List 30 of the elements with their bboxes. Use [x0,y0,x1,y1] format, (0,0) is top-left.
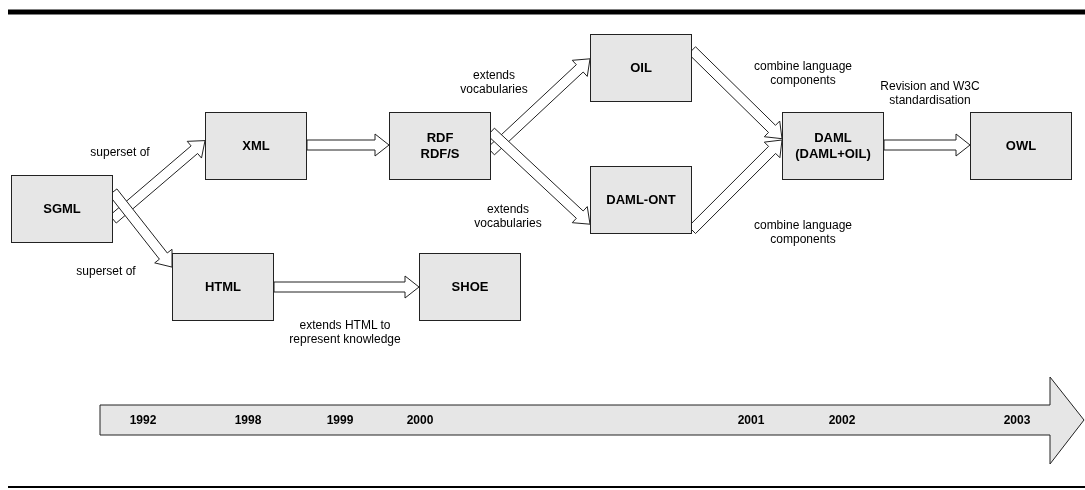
year-label: 1999 [326,413,354,427]
language-box [590,166,692,234]
language-box [590,34,692,102]
node-label: XML [242,138,270,154]
language-box [172,253,274,321]
language-box [970,112,1072,180]
year-label: 2001 [737,413,765,427]
language-box [419,253,521,321]
block-arrow [306,133,390,157]
node-label: RDF RDF/S [419,130,461,162]
language-box [782,112,884,180]
year-label: 2002 [828,413,856,427]
node-label: SGML [43,201,81,217]
edge-label: superset of [75,264,137,278]
node-label: HTML [204,279,242,295]
node-label: DAML (DAML+OIL) [794,130,872,162]
block-arrow [273,275,420,299]
language-box [205,112,307,180]
edge-label: superset of [89,145,151,159]
node-label: DAML-ONT [606,192,676,208]
language-box [389,112,491,180]
node-label: OIL [630,60,652,76]
year-label: 2003 [1003,413,1031,427]
year-label: 2000 [406,413,434,427]
year-label: 1998 [234,413,262,427]
year-label: 1992 [129,413,157,427]
language-box [11,175,113,243]
node-label: SHOE [451,279,489,295]
block-arrow [883,133,971,157]
node-label: OWL [1005,138,1037,154]
